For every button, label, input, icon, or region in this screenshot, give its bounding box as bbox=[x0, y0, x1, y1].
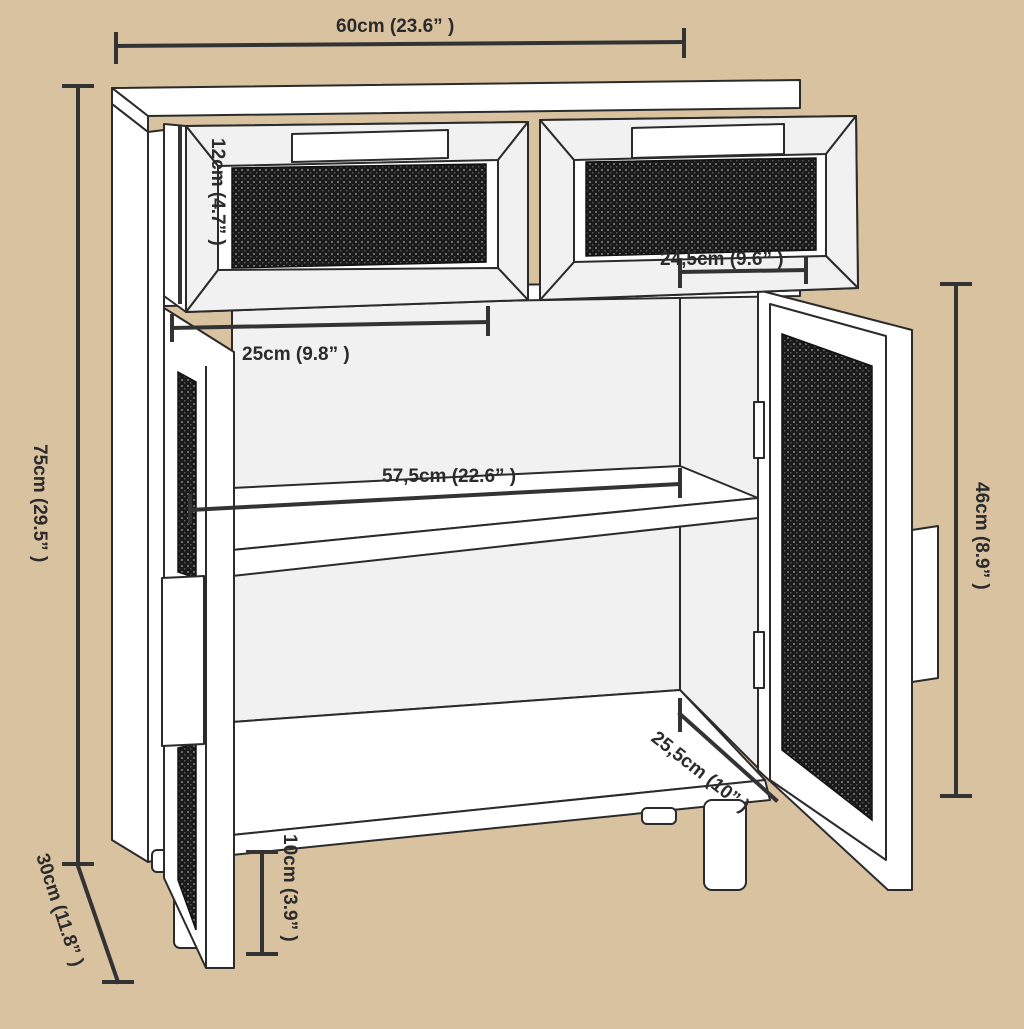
inner-depth-dim-line bbox=[677, 711, 779, 803]
drawer-right-handle bbox=[631, 123, 785, 159]
left-door bbox=[161, 307, 235, 969]
drawer-height-label: 12cm (4.7” ) bbox=[207, 138, 228, 246]
right-inner-wall bbox=[679, 289, 759, 769]
drawer-width-left-dim-line bbox=[169, 319, 491, 331]
drawer-left-side bbox=[163, 123, 187, 313]
right-door bbox=[753, 289, 939, 891]
drawer-left bbox=[163, 121, 529, 313]
inner-width-dim-line bbox=[187, 481, 683, 513]
height-label: 75cm (29.5” ) bbox=[29, 444, 50, 562]
inner-width-label: 57,5cm (22.6” ) bbox=[382, 466, 516, 487]
width-label: 60cm (23.6” ) bbox=[336, 16, 454, 37]
leg-front-right bbox=[703, 799, 747, 891]
drawer-left-rattan bbox=[231, 163, 487, 269]
drawer-width-left-label: 25cm (9.8” ) bbox=[242, 344, 350, 365]
right-door-handle bbox=[911, 525, 939, 683]
left-door-rattan-upper bbox=[177, 370, 197, 580]
right-door-rattan bbox=[781, 332, 873, 822]
drawer-width-right-label: 24,5cm (9.6” ) bbox=[660, 249, 784, 270]
drawer-right bbox=[539, 115, 859, 301]
cabinet-top bbox=[111, 79, 801, 117]
dimension-lines bbox=[62, 28, 972, 985]
left-door-handle bbox=[161, 575, 205, 747]
drawer-width-right-dim-line bbox=[677, 267, 809, 275]
leg-height-label: 10cm (3.9” ) bbox=[279, 834, 300, 942]
left-side-panel bbox=[111, 103, 149, 863]
door-height-label: 46cm (8.9” ) bbox=[971, 482, 992, 590]
left-front-frame bbox=[147, 129, 165, 863]
hinge-upper bbox=[753, 401, 765, 459]
hinge-lower bbox=[753, 631, 765, 689]
width-dim-line bbox=[113, 39, 687, 49]
drawer-right-rattan bbox=[585, 157, 817, 257]
depth-dim-line bbox=[75, 863, 121, 985]
drawer-left-handle bbox=[291, 129, 449, 163]
leg-back-right bbox=[641, 807, 677, 825]
